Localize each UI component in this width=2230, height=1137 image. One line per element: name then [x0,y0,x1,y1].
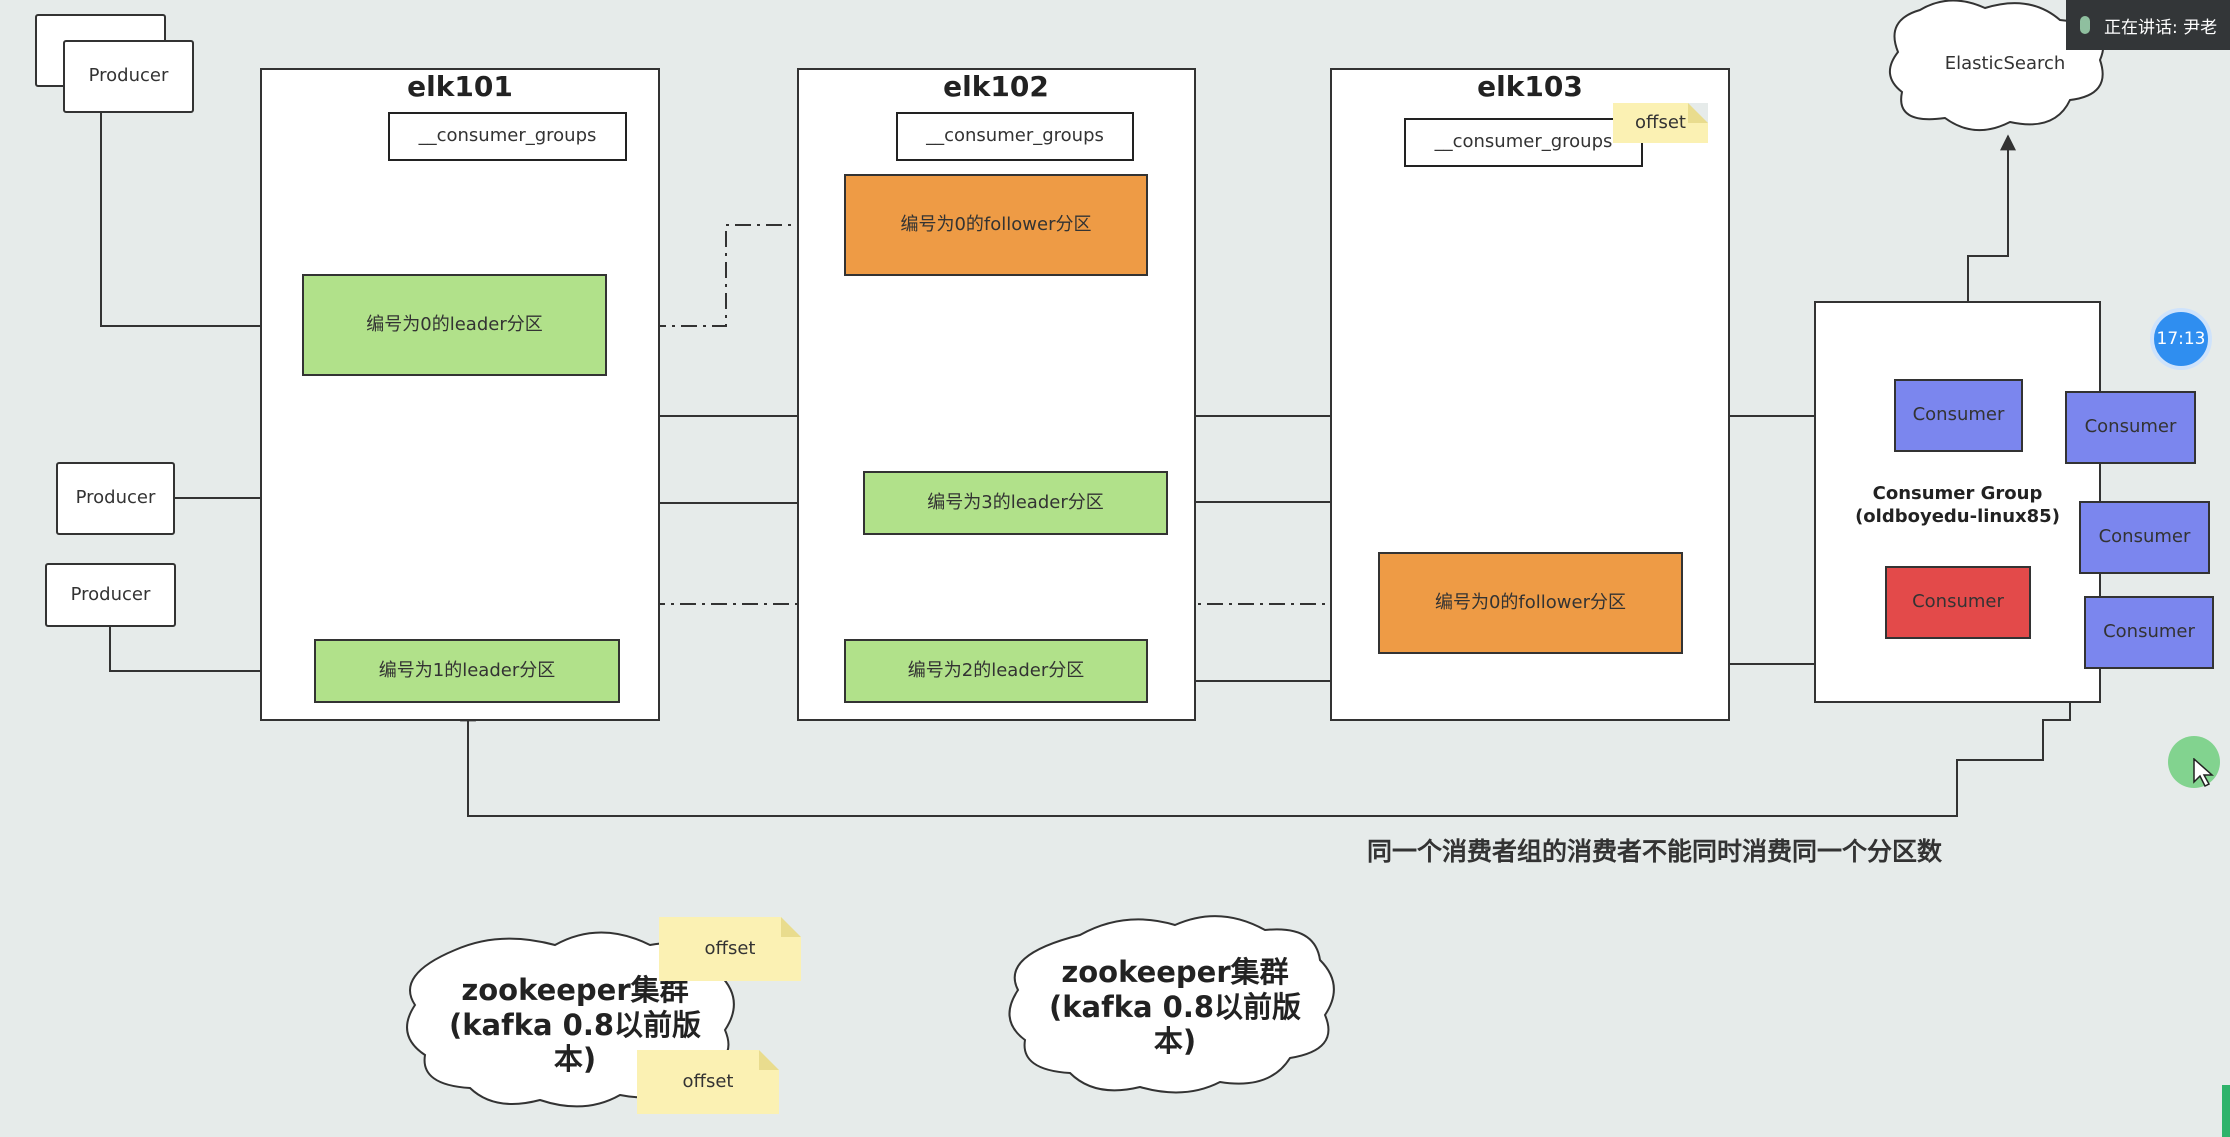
mouse-cursor-icon [2193,758,2214,788]
zookeeper-subtitle: (kafka 0.8以前版本) [448,1007,702,1077]
producer1-to-p0-arrow [100,112,304,334]
consumer-group-title: Consumer Group [1872,482,2043,504]
broker-title: elk102 [943,69,1049,103]
zookeeper-subtitle: (kafka 0.8以前版本) [1048,989,1302,1059]
diagram-caption: 同一个消费者组的消费者不能同时消费同一个分区数 [1367,837,1943,867]
scrollbar-thumb[interactable] [2222,1085,2230,1137]
partition-3-leader: 编号为3的leader分区 [863,471,1168,535]
consumer-groups-topic: __consumer_groups [1404,118,1643,167]
producer-box: Producer [56,462,175,535]
broker-elk102 [797,68,1196,721]
consumer-box: Consumer [1894,379,2023,452]
elasticsearch-cloud [1889,0,2105,132]
speaking-indicator: 正在讲话: 尹老 [2104,17,2218,38]
offset-note: offset [659,917,801,981]
producer-box: Producer [63,40,194,113]
consumer-box: Consumer [2065,391,2196,464]
consumer-group-name: Consumer Group (oldboyedu-linux85) [1834,480,2081,530]
producer3-to-p1-arrow [109,627,315,679]
replication-elk102-arrow [608,224,844,334]
consumer-groups-topic: __consumer_groups [388,112,627,161]
zookeeper-title: zookeeper集群 [461,972,689,1007]
zookeeper-label-right: zookeeper集群 (kafka 0.8以前版本) [1030,955,1320,1059]
meeting-toolbar[interactable]: 正在讲话: 尹老 [2066,0,2230,50]
consumer-box: Consumer [2079,501,2210,574]
partition-0-follower-elk103: 编号为0的follower分区 [1378,552,1683,654]
consumer-to-p1-arrow [460,551,2071,817]
microphone-icon[interactable] [2080,16,2090,34]
partition-0-follower-elk102: 编号为0的follower分区 [844,174,1148,276]
timer-badge[interactable]: 17:13 [2150,308,2212,370]
zookeeper-cloud-right [1008,915,1335,1094]
zookeeper-label-left: zookeeper集群 (kafka 0.8以前版本) [430,973,720,1077]
producer-box: Producer [45,563,176,627]
broker-title: elk103 [1477,69,1583,103]
offset-note: offset [637,1050,779,1114]
partition-1-leader: 编号为1的leader分区 [314,639,620,703]
partition-2-leader: 编号为2的leader分区 [844,639,1148,703]
consumer-box: Consumer [2084,596,2214,669]
consumer-group-id: (oldboyedu-linux85) [1855,506,2060,527]
broker-title: elk101 [407,69,513,103]
offset-note: offset [1613,103,1708,143]
elasticsearch-label: ElasticSearch [1944,52,2066,74]
consumer-box-active: Consumer [1885,566,2031,639]
zookeeper-title: zookeeper集群 [1061,954,1289,989]
partition-0-leader: 编号为0的leader分区 [302,274,607,376]
broker-elk101 [260,68,660,721]
consumer-groups-topic: __consumer_groups [896,112,1134,161]
